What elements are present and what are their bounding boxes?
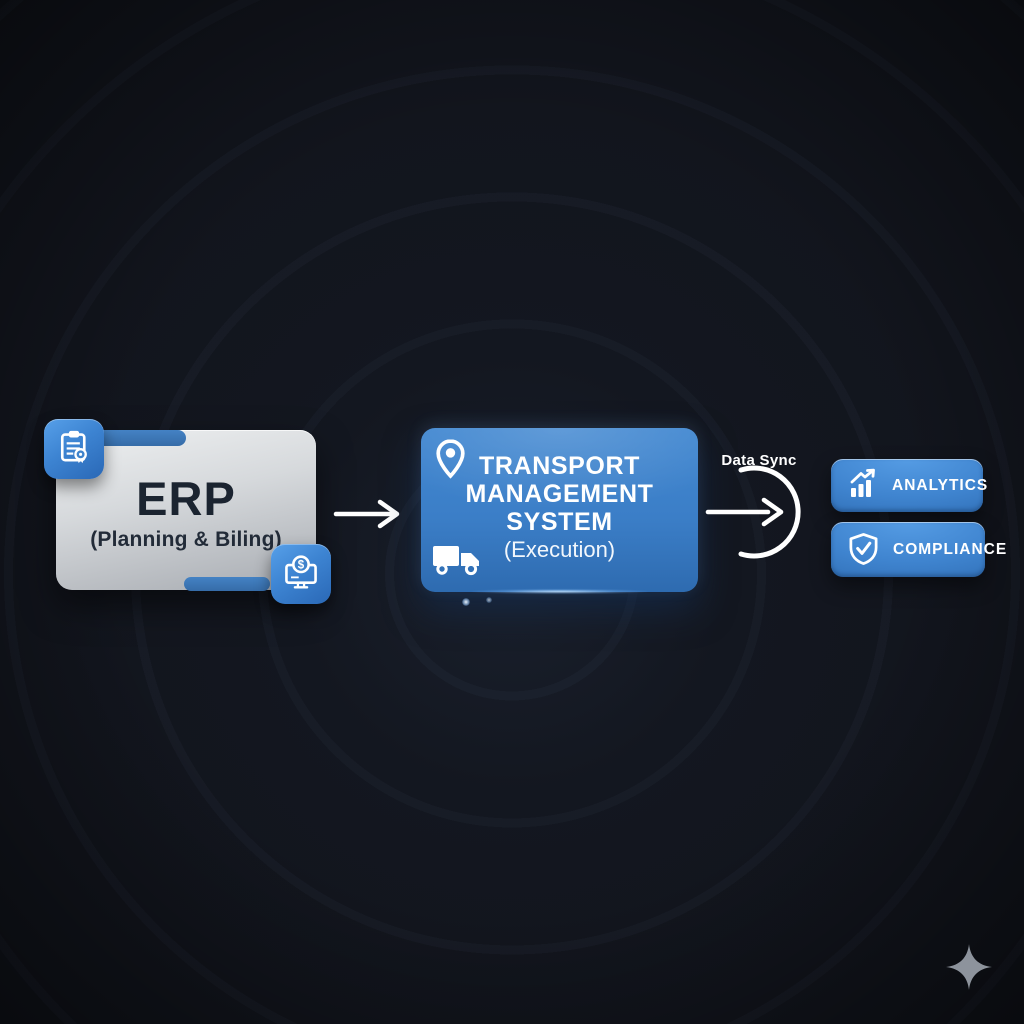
analytics-button-label: ANALYTICS [892,476,989,494]
tms-title-line-2: MANAGEMENT [465,480,654,508]
svg-text:$: $ [298,559,305,571]
analytics-button[interactable]: ANALYTICS [831,459,987,512]
bar-chart-trend-icon [847,468,879,503]
erp-clipboard-badge [44,419,104,479]
compliance-button-label: COMPLIANCE [893,540,1008,558]
tms-card: TRANSPORT MANAGEMENT SYSTEM (Execution) [421,428,698,592]
sparkle-dot [462,598,470,606]
tms-title-line-3: SYSTEM [506,508,613,536]
tms-subtitle: (Execution) [503,537,616,562]
sparkle-dot [486,597,492,603]
data-sync-label: Data Sync [721,452,797,469]
monitor-dollar-icon: $ [278,549,324,600]
clipboard-award-icon [52,425,96,474]
erp-billing-badge: $ [271,544,331,604]
erp-bottom-accent-bar [184,577,270,591]
tms-title-line-1: TRANSPORT [479,452,640,480]
location-pin-icon [435,438,466,484]
truck-icon [430,540,484,585]
sparkle-icon [944,942,994,997]
shield-check-icon [847,532,880,568]
erp-subtitle: (Planning & Biling) [90,527,282,551]
compliance-button[interactable]: COMPLIANCE [831,522,1006,577]
erp-title: ERP [136,471,236,525]
